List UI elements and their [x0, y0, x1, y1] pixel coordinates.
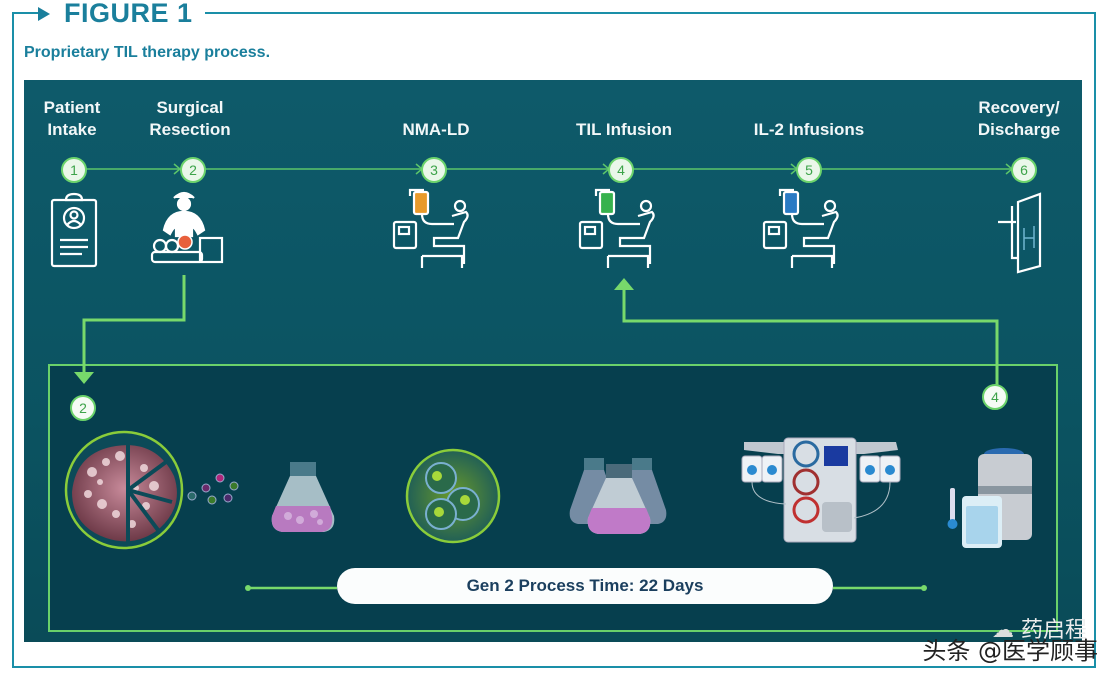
step-label-5: IL-2 Infusions [753, 120, 865, 139]
cryo-storage-icon [947, 448, 1032, 548]
iv-chair-orange-icon [392, 188, 469, 268]
step-label-3: NMA-LD [402, 120, 470, 139]
hospital-door-icon [998, 192, 1042, 274]
figure-arrow-icon [38, 7, 50, 21]
process-time-label: Gen 2 Process Time: 22 Days [337, 568, 833, 604]
figure-subtitle: Proprietary TIL therapy process. [24, 44, 271, 61]
figure-title: FIGURE 1 [58, 0, 199, 29]
surgeon-icon [150, 191, 224, 264]
step-number-6: 6 [1011, 157, 1037, 183]
tumor-fragment-icon [64, 430, 239, 550]
frame-left-line [12, 12, 14, 668]
step-number-5: 5 [796, 157, 822, 183]
iv-chair-green-icon [578, 188, 655, 268]
step-number-4: 4 [608, 157, 634, 183]
frame-bottom-line [12, 666, 1096, 668]
bioreactor-machine-icon [741, 437, 901, 543]
step-number-3: 3 [421, 157, 447, 183]
culture-flask-icon [271, 462, 335, 532]
frame-right-line [1094, 12, 1096, 668]
clipboard-patient-icon [50, 192, 98, 268]
process-start-number: 2 [70, 395, 96, 421]
frame-top-line [205, 12, 1095, 14]
wechat-icon: ☁ [992, 618, 1014, 643]
multi-flask-icon [569, 458, 667, 534]
step-number-1: 1 [61, 157, 87, 183]
step-label-4: TIL Infusion [575, 120, 672, 139]
watermark-wechat: ☁ 药启程 [992, 618, 1088, 643]
iv-chair-blue-icon [762, 188, 839, 268]
step-number-2: 2 [180, 157, 206, 183]
step-label-6: Recovery/Discharge [977, 98, 1061, 139]
frame-corner-line [12, 12, 40, 14]
process-end-number: 4 [982, 384, 1008, 410]
cell-expansion-icon [405, 448, 501, 544]
watermark-toutiao: 头条 @医学顾事 [922, 637, 1098, 665]
